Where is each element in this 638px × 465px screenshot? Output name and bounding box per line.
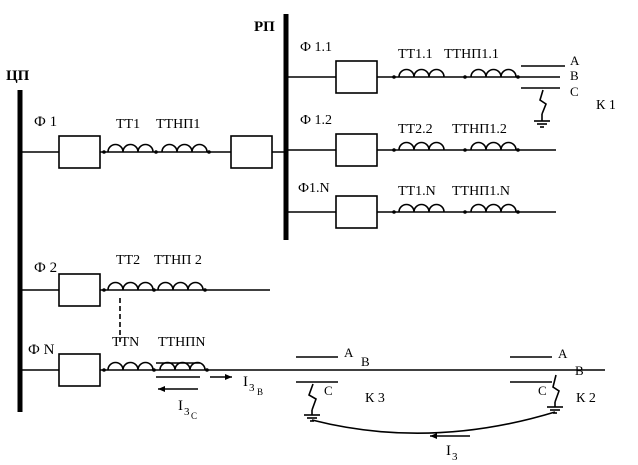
ct-label: ТТ2.2 [398, 122, 433, 137]
ct-coil [398, 141, 445, 151]
ctz-label: ТТНП 2 [154, 253, 202, 268]
current-i3b-main: I [243, 374, 248, 390]
current-i3b-sub2: B [257, 387, 263, 397]
switch-box [335, 60, 378, 94]
fault-k3-label: К 3 [365, 391, 385, 406]
ct-label: ТТ1.N [398, 184, 436, 199]
ct-label: ТТ1 [116, 117, 140, 132]
current-i3-sub: 3 [452, 451, 458, 463]
rp-bus-label: РП [254, 19, 275, 35]
cp-bus-label: ЦП [6, 68, 30, 84]
feeder-f1: Ф 1 ТТ1 ТТНП1 [20, 114, 286, 169]
ctz-coil [470, 203, 517, 213]
feeder-label: Ф 1 [34, 114, 57, 130]
phase-c-label: C [324, 383, 333, 398]
switch-box [335, 133, 378, 167]
ct-coil [107, 281, 154, 291]
fault-lightning-icon [552, 374, 560, 403]
feeder-label: Ф 1.2 [300, 113, 332, 128]
switch-box [230, 135, 273, 169]
phase-a-label: A [570, 53, 580, 68]
fault-k1-label: К 1 [596, 98, 616, 113]
ctz-label: ТТНПN [158, 335, 205, 350]
ct-coil [107, 143, 154, 153]
current-i3b-sub: 3 [249, 382, 255, 394]
ctz-label: ТТНП1.2 [452, 122, 507, 137]
ct-coil [398, 68, 445, 78]
ctz-label: ТТНП1.1 [444, 47, 499, 62]
feeder-f1-2: Ф 1.2 ТТ2.2 ТТНП1.2 [286, 113, 556, 167]
ground-return-path [311, 411, 556, 435]
phase-b-label: B [575, 363, 584, 378]
switch-box [335, 195, 378, 229]
switch-box [58, 273, 101, 307]
feeder-label: Ф N [28, 342, 55, 358]
current-i3-main: I [446, 443, 451, 459]
ctz-label: ТТНП1 [156, 117, 200, 132]
feeder-label: Ф 1.1 [300, 40, 332, 55]
switch-box [58, 135, 101, 169]
phase-a-label: A [558, 346, 568, 361]
feeder-f2: Ф 2 ТТ2 ТТНП 2 [20, 253, 270, 307]
ctz-label: ТТНП1.N [452, 184, 510, 199]
feeder-label: Ф 2 [34, 260, 57, 276]
ct-label: ТТ2 [116, 253, 140, 268]
feeder-f1-1: Ф 1.1 ТТ1.1 ТТНП1.1 A B C К 1 [286, 40, 616, 128]
phase-a-label: A [344, 345, 354, 360]
current-i3c-sub2: C [191, 411, 197, 421]
ctz-coil [157, 281, 204, 291]
ct-coil [398, 203, 445, 213]
feeder-f1-n: Ф1.N ТТ1.N ТТНП1.N [286, 181, 556, 229]
current-i3c-main: I [178, 398, 183, 414]
fault-k2-label: К 2 [576, 391, 596, 406]
ct-label: ТТ1.1 [398, 47, 433, 62]
switch-box [58, 353, 101, 387]
feeder-label: Ф1.N [298, 181, 330, 196]
current-i3c-sub: 3 [184, 406, 190, 418]
phase-c-label: C [538, 383, 547, 398]
fault-lightning-icon [308, 383, 317, 411]
ct-label: ТТN [112, 335, 139, 350]
ctz-coil [161, 143, 208, 153]
phase-b-label: B [570, 68, 579, 83]
fault-lightning-icon [539, 89, 547, 115]
phase-c-label: C [570, 84, 579, 99]
phase-b-label: B [361, 354, 370, 369]
ct-coil [107, 361, 154, 371]
feeder-fn: Ф N ТТN ТТНПN I 3 C I 3 B A B C К 3 A B … [20, 335, 605, 422]
ctz-coil [470, 68, 517, 78]
ctz-coil [470, 141, 517, 151]
